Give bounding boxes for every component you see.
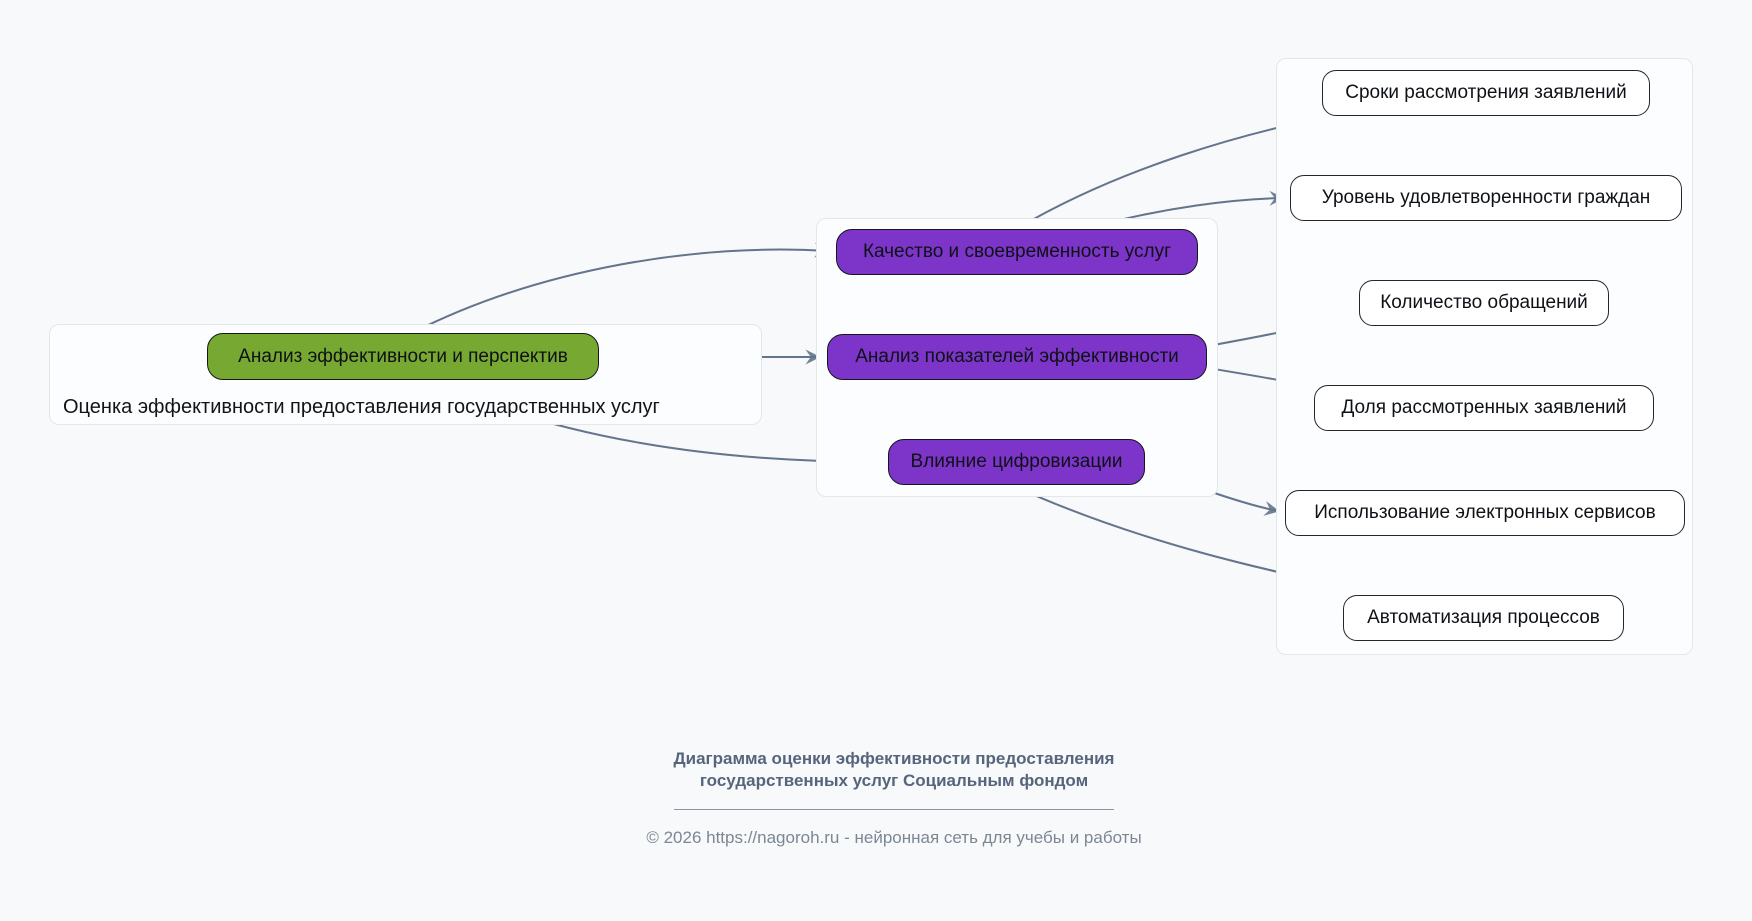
node-leaf-share-reviewed: Доля рассмотренных заявлений [1314, 385, 1654, 431]
edge-root-to-quality [411, 242, 830, 334]
node-leaf-satisfaction: Уровень удовлетворенности граждан [1290, 175, 1682, 221]
diagram-title-line-1: Диаграмма оценки эффективности предостав… [673, 749, 1115, 768]
node-branch-indicators: Анализ показателей эффективности [827, 334, 1207, 380]
node-branch-digitalization: Влияние цифровизации [888, 439, 1145, 485]
node-root-analysis: Анализ эффективности и перспектив [207, 333, 599, 380]
copyright-text: © 2026 https://nagoroh.ru - нейронная се… [646, 827, 1142, 847]
diagram-title-line-2: государственных услуг Социальным фондом [699, 771, 1089, 791]
footer: Диаграмма оценки эффективности предостав… [544, 748, 1244, 848]
node-leaf-terms: Сроки рассмотрения заявлений [1322, 70, 1650, 116]
node-leaf-automation: Автоматизация процессов [1343, 595, 1624, 641]
node-branch-quality: Качество и своевременность услуг [836, 229, 1198, 275]
root-group-label: Оценка эффективности предоставления госу… [63, 396, 660, 418]
leaves-group [1276, 58, 1693, 655]
diagram-title: Диаграмма оценки эффективности предостав… [544, 748, 1244, 793]
node-leaf-requests-count: Количество обращений [1359, 280, 1609, 326]
node-leaf-eservices: Использование электронных сервисов [1285, 490, 1685, 536]
footer-divider [674, 808, 1114, 810]
